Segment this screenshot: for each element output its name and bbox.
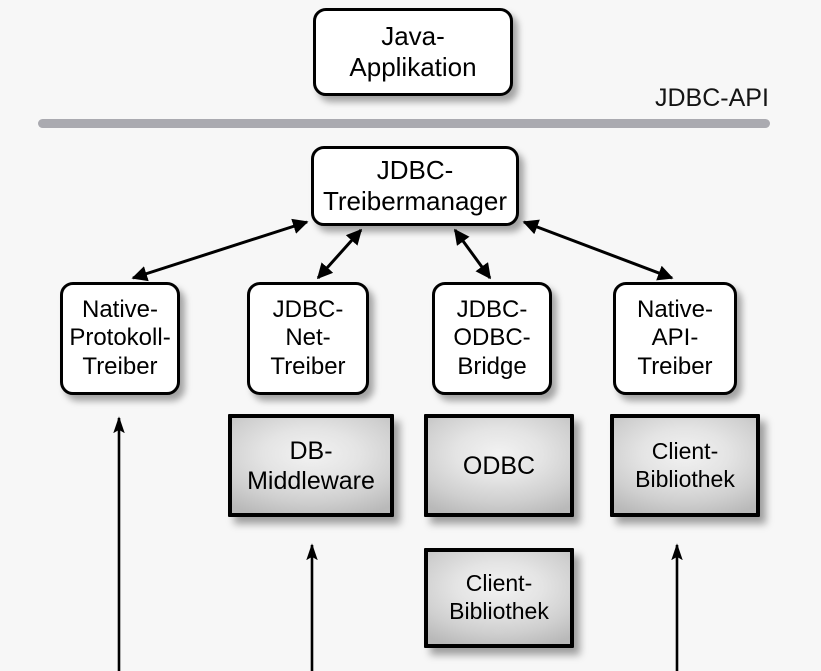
driver-3-line2: API- (651, 324, 699, 352)
layer-0-line1: DB- (289, 436, 333, 465)
driver-3-line1: Native- (636, 296, 714, 324)
layer-2-line2: Bibliothek (635, 465, 735, 492)
driver-0-line3: Treiber (82, 352, 158, 380)
driver-1-line2: Net- (285, 324, 331, 352)
node-jdbc-net-driver: JDBC- Net- Treiber (247, 282, 369, 395)
layer-2-line1: Client- (651, 437, 719, 464)
node-java-application: Java- Applikation (313, 8, 513, 96)
box-client-library-right: Client- Bibliothek (610, 414, 760, 517)
driver-0-line1: Native- (81, 296, 159, 324)
arrow-manager-jdbc-net (316, 228, 363, 280)
arrow-manager-native-api (522, 219, 674, 281)
driver-3-line3: Treiber (637, 352, 713, 380)
layer-3-line1: Client- (465, 570, 533, 597)
layer-0-line2: Middleware (247, 466, 375, 495)
layer-3-line2: Bibliothek (449, 598, 549, 624)
node-native-api-driver: Native- API- Treiber (613, 282, 737, 395)
java-application-line2: Applikation (349, 52, 477, 82)
jdbc-api-separator-bar (38, 119, 770, 128)
driver-2-line2: ODBC- (453, 324, 531, 352)
driver-2-line1: JDBC- (456, 296, 528, 324)
driver-1-line3: Treiber (270, 352, 346, 380)
layer-1-line1: ODBC (462, 451, 536, 480)
box-odbc: ODBC (424, 414, 574, 517)
driver-manager-line1: JDBC- (376, 155, 454, 186)
jdbc-api-label: JDBC-API (655, 84, 769, 112)
box-client-library-center: Client- Bibliothek (424, 548, 574, 648)
driver-1-line1: JDBC- (272, 296, 344, 324)
node-jdbc-driver-manager: JDBC- Treibermanager (311, 146, 519, 226)
node-native-protocol-driver: Native- Protokoll- Treiber (60, 282, 180, 395)
driver-manager-line2: Treibermanager (322, 186, 507, 216)
node-jdbc-odbc-bridge: JDBC- ODBC- Bridge (432, 282, 552, 395)
driver-2-line3: Bridge (457, 352, 527, 380)
arrow-manager-native-protocol (131, 218, 309, 282)
driver-0-line2: Protokoll- (69, 324, 171, 352)
arrow-manager-jdbc-odbc (453, 228, 492, 280)
java-application-line1: Java- (381, 21, 445, 52)
box-db-middleware: DB- Middleware (228, 414, 394, 517)
